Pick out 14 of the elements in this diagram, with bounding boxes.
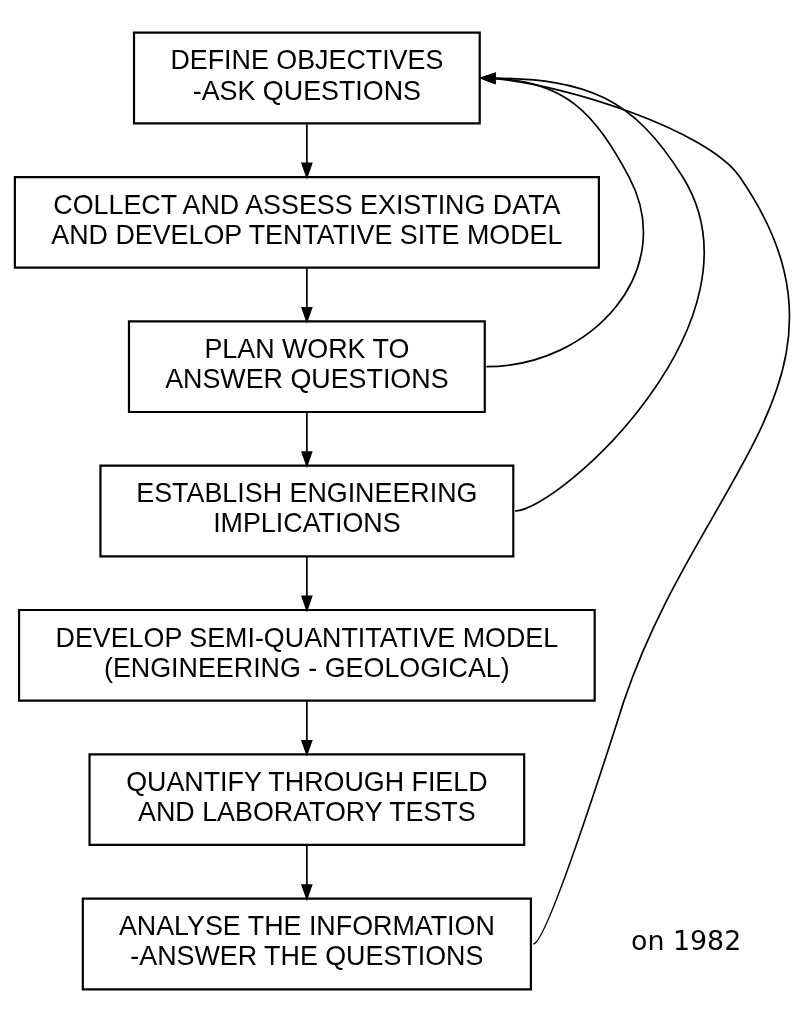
arrow: [301, 122, 313, 180]
arrow: [301, 555, 313, 613]
arrow: [301, 267, 313, 324]
arrow: [301, 844, 313, 902]
node-box: ESTABLISH ENGINEERING IMPLICATIONS: [99, 464, 515, 558]
node-box: ANALYSE THE INFORMATION -ANSWER THE QUESTIONS: [81, 897, 532, 991]
arrow: [301, 700, 313, 757]
label: on 1982: [630, 925, 742, 957]
node-box: COLLECT AND ASSESS EXISTING DATA AND DEVELOP TENTATIVE SITE MODEL: [13, 175, 600, 269]
node-box: DEFINE OBJECTIVES -ASK QUESTIONS: [132, 31, 481, 125]
node-box: QUANTIFY THROUGH FIELD AND LABORATORY TESTS: [88, 753, 526, 847]
arrow: [301, 411, 313, 469]
node-box: PLAN WORK TO ANSWER QUESTIONS: [127, 320, 486, 414]
node-box: DEVELOP SEMI-QUANTITATIVE MODEL (ENGINEERING - GEOLOGICAL): [17, 608, 596, 702]
